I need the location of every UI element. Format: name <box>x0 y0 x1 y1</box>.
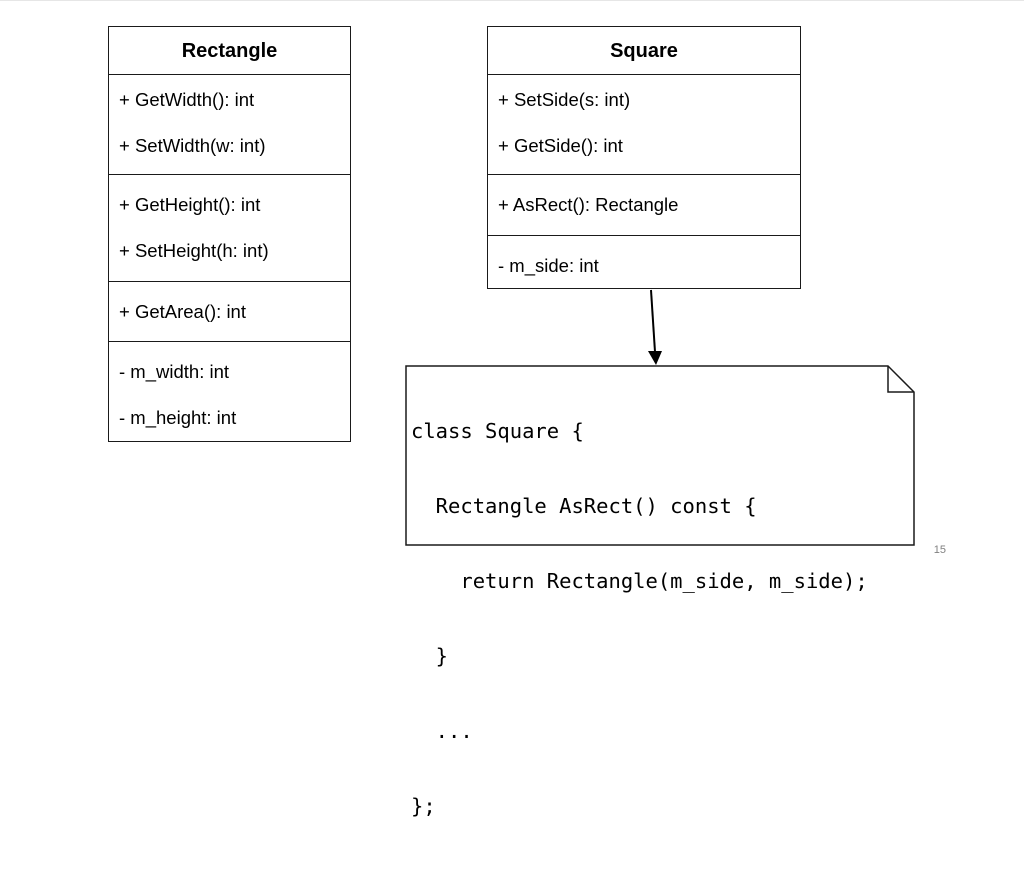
class-rectangle: Rectangle + GetWidth(): int + SetWidth(w… <box>108 26 351 442</box>
class-section: + AsRect(): Rectangle <box>488 175 800 236</box>
class-member: + SetHeight(h: int) <box>119 240 269 261</box>
class-member: - m_width: int <box>119 361 230 382</box>
note-connector-arrow <box>648 289 662 365</box>
class-member: + AsRect(): Rectangle <box>498 194 679 215</box>
code-block: class Square { Rectangle AsRect() const … <box>411 369 868 869</box>
class-section: + GetHeight(): int + SetHeight(h: int) <box>109 175 350 282</box>
class-section: + GetWidth(): int + SetWidth(w: int) <box>109 75 350 175</box>
class-section: + SetSide(s: int) + GetSide(): int <box>488 75 800 175</box>
class-member: - m_side: int <box>498 255 599 276</box>
code-line: return Rectangle(m_side, m_side); <box>411 569 868 593</box>
class-section: + GetArea(): int <box>109 282 350 342</box>
class-member: + SetSide(s: int) <box>498 89 631 110</box>
class-square: Square + SetSide(s: int) + GetSide(): in… <box>487 26 801 289</box>
class-member: + SetWidth(w: int) <box>119 135 266 156</box>
code-line: class Square { <box>411 419 584 443</box>
page-number: 15 <box>933 544 946 556</box>
code-line: Rectangle AsRect() const { <box>411 494 757 518</box>
code-line: } <box>411 644 449 668</box>
slide-top-border <box>0 0 1024 1</box>
class-member: + GetWidth(): int <box>119 89 255 110</box>
code-line: }; <box>411 794 436 818</box>
class-member: + GetArea(): int <box>119 301 246 322</box>
class-member: + GetSide(): int <box>498 135 623 156</box>
note-shape <box>405 365 915 546</box>
class-name: Square <box>488 27 800 75</box>
code-note: class Square { Rectangle AsRect() const … <box>405 365 915 818</box>
class-section: - m_side: int <box>488 236 800 286</box>
class-section: - m_width: int - m_height: int <box>109 342 350 440</box>
class-name: Rectangle <box>109 27 350 75</box>
code-line: ... <box>411 719 473 743</box>
class-member: - m_height: int <box>119 407 237 428</box>
class-member: + GetHeight(): int <box>119 194 261 215</box>
